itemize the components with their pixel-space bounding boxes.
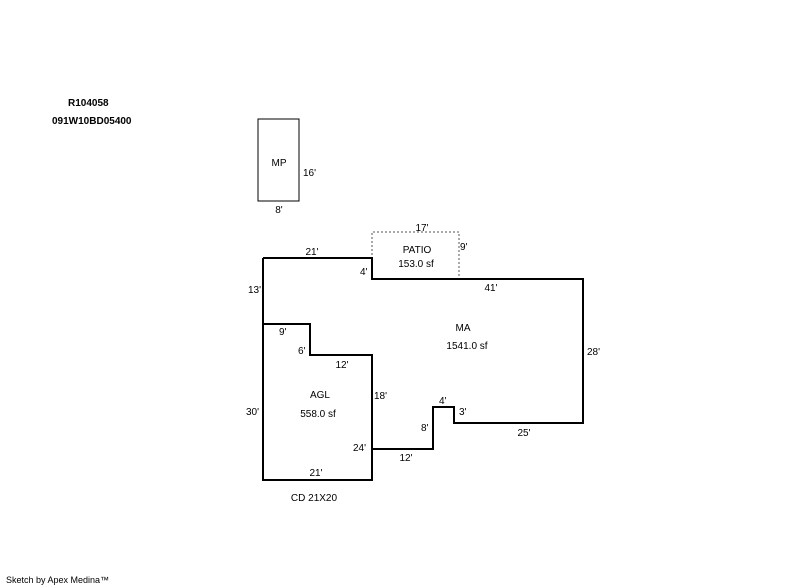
mp-outline xyxy=(257,118,300,202)
agl-area: 558.0 sf xyxy=(300,409,336,420)
ma-outline xyxy=(262,257,584,481)
dim-top-right: 41' xyxy=(484,283,497,294)
dim-right-side: 28' xyxy=(587,347,600,358)
account-number: R104058 xyxy=(68,98,109,109)
ma-label: MA xyxy=(456,323,471,334)
ma-area: 1541.0 sf xyxy=(446,341,487,352)
agl-outline xyxy=(263,323,373,449)
dim-agl-right-18: 18' xyxy=(374,391,387,402)
cd-caption: CD 21X20 xyxy=(291,493,338,504)
mp-label: MP xyxy=(272,158,287,169)
patio-dim-top: 17' xyxy=(415,223,428,234)
dim-top-left: 21' xyxy=(305,247,318,258)
dim-bump-8: 8' xyxy=(421,423,429,434)
dim-bottom-12: 12' xyxy=(399,453,412,464)
patio-outline xyxy=(371,231,460,279)
mp-dim-bottom: 8' xyxy=(275,205,283,216)
patio-label: PATIO xyxy=(403,245,432,256)
dim-notch-9: 9' xyxy=(279,327,287,338)
dim-left-upper: 13' xyxy=(248,285,261,296)
dim-agl-left-30: 30' xyxy=(246,407,259,418)
dim-bump-4: 4' xyxy=(439,396,447,407)
dim-notch-6: 6' xyxy=(298,346,306,357)
dim-step-4: 4' xyxy=(360,267,368,278)
dim-agl-24: 24' xyxy=(353,443,366,454)
dim-notch-12: 12' xyxy=(335,360,348,371)
dim-bottom-25: 25' xyxy=(517,428,530,439)
dim-agl-bottom-21: 21' xyxy=(309,468,322,479)
mp-dim-side: 16' xyxy=(303,168,316,179)
agl-label: AGL xyxy=(310,390,330,401)
patio-dim-side: 9' xyxy=(460,242,468,253)
map-lot-number: 091W10BD05400 xyxy=(52,116,132,127)
sketch-credit: Sketch by Apex Medina™ xyxy=(6,575,110,585)
dim-bump-3: 3' xyxy=(459,407,467,418)
patio-area: 153.0 sf xyxy=(398,259,434,270)
